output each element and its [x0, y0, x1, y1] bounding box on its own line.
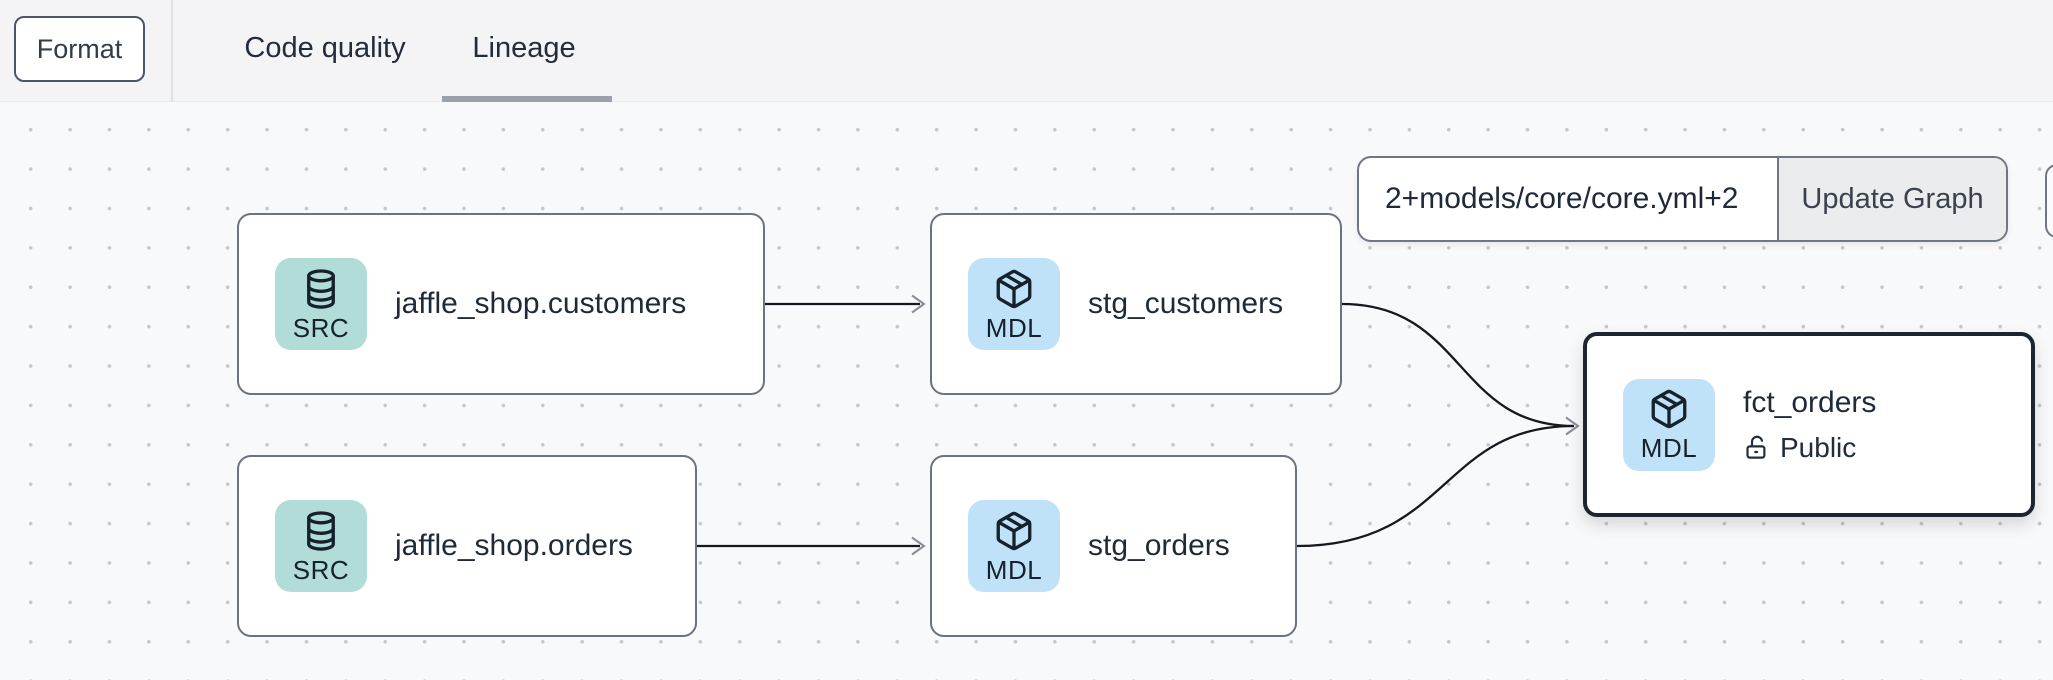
- active-tab-underline: [442, 96, 612, 102]
- edge-stg-customers-to-fct-orders[interactable]: [1341, 302, 1575, 428]
- unlock-icon: [1746, 435, 1766, 459]
- model-badge: MDL: [968, 258, 1060, 350]
- badge-label: SRC: [292, 554, 350, 585]
- node-label: fct_orders: [1743, 385, 1877, 419]
- edge-stg-orders-to-fct-orders[interactable]: [1296, 424, 1575, 548]
- edge-arrowhead-icon: [1565, 416, 1580, 436]
- badge-label: MDL: [985, 554, 1043, 585]
- toolbar-divider: [171, 0, 173, 102]
- node-label: jaffle_shop.customers: [395, 287, 687, 320]
- clipped-control[interactable]: [2045, 164, 2053, 238]
- database-icon: [307, 510, 335, 551]
- update-graph-button[interactable]: Update Graph: [1777, 158, 2006, 240]
- selector-control: Update Graph: [1357, 156, 2008, 242]
- model-badge: MDL: [1623, 378, 1715, 471]
- tab-code-quality[interactable]: Code quality: [244, 31, 406, 64]
- toolbar: Format Code quality Lineage: [0, 0, 2053, 102]
- edge-arrowhead-icon: [911, 294, 926, 314]
- node-jaffle-shop-customers[interactable]: SRC jaffle_shop.customers: [237, 213, 765, 395]
- node-label: jaffle_shop.orders: [395, 529, 633, 562]
- source-badge: SRC: [275, 500, 367, 592]
- format-button[interactable]: Format: [14, 16, 145, 82]
- tab-lineage[interactable]: Lineage: [472, 31, 576, 64]
- model-badge: MDL: [968, 500, 1060, 592]
- cube-icon: [996, 269, 1032, 308]
- database-icon: [307, 268, 335, 309]
- cube-icon: [996, 511, 1032, 550]
- model-selector-input[interactable]: [1359, 158, 1777, 240]
- node-label: stg_customers: [1088, 287, 1284, 320]
- access-row: Public: [1743, 432, 1876, 464]
- node-fct-orders-selected[interactable]: MDL fct_orders Public: [1583, 332, 2035, 517]
- cube-icon: [1651, 389, 1687, 429]
- node-label: stg_orders: [1088, 529, 1230, 562]
- edge-arrowhead-icon: [911, 536, 926, 556]
- source-badge: SRC: [275, 258, 367, 350]
- node-jaffle-shop-orders[interactable]: SRC jaffle_shop.orders: [237, 455, 697, 637]
- badge-label: MDL: [985, 312, 1043, 343]
- badge-label: MDL: [1640, 433, 1698, 463]
- node-stg-customers[interactable]: MDL stg_customers: [930, 213, 1342, 395]
- access-label: Public: [1780, 431, 1857, 463]
- node-stg-orders[interactable]: MDL stg_orders: [930, 455, 1297, 637]
- badge-label: SRC: [292, 312, 350, 343]
